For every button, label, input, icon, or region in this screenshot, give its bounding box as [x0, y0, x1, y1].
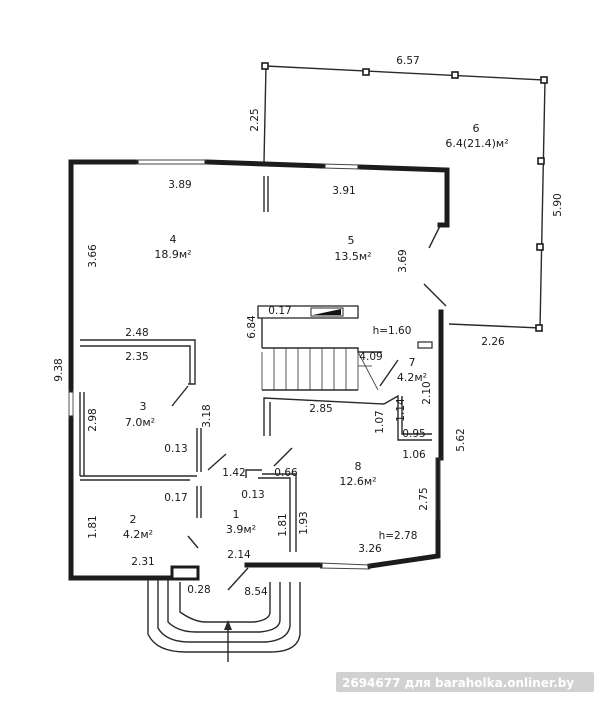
dim-room3-top-a: 2.48	[125, 327, 148, 339]
room-7-area: 4.2м²	[397, 371, 427, 384]
dim-porch-0-28: 0.28	[187, 584, 210, 596]
dim-hall-0-66: 0.66	[274, 467, 298, 479]
dim-room8-bottom: 3.26	[358, 543, 382, 555]
room-8-number: 8	[355, 460, 362, 473]
dim-room1-right: 1.81	[277, 513, 289, 536]
dim-stair-run: 4.09	[359, 351, 382, 363]
dim-room8-height: h=2.78	[379, 530, 418, 542]
exterior-walls	[68, 159, 450, 581]
dim-room7-left-b: 1.14	[395, 398, 407, 422]
room-1-number: 1	[233, 508, 240, 521]
dim-terrace-bottom: 2.26	[481, 336, 505, 348]
dim-room1-width: 1.93	[298, 511, 310, 534]
dim-hall-1-42: 1.42	[222, 467, 245, 479]
room-7-number: 7	[409, 356, 416, 369]
room-3-number: 3	[140, 400, 147, 413]
dim-room4-left: 3.66	[87, 244, 99, 268]
watermark-text: 2694677 для baraholka.onliner.by	[342, 676, 574, 690]
dim-porch-8-54: 8.54	[244, 586, 268, 598]
dim-room8-right: 2.75	[418, 487, 430, 510]
watermark: 2694677 для baraholka.onliner.by	[336, 672, 594, 692]
dim-room7-right: 2.10	[421, 381, 433, 404]
porch	[147, 580, 301, 662]
room-5-area: 13.5м²	[334, 250, 371, 263]
terrace-outline	[261, 62, 548, 332]
dim-room4-top: 3.89	[168, 179, 191, 191]
dim-right-wall: 5.62	[455, 428, 467, 451]
dim-room2-bottom: 2.31	[131, 556, 154, 568]
room-8-area: 12.6м²	[339, 475, 376, 488]
dim-stair-top: 0.17	[268, 305, 291, 317]
dim-room8-top-right: 1.06	[402, 449, 426, 461]
room-2-area: 4.2м²	[123, 528, 153, 541]
dim-terrace-top: 6.57	[396, 55, 419, 67]
dim-overall-left: 9.38	[53, 358, 65, 381]
room-6-area: 6.4(21.4)м²	[445, 137, 508, 150]
room-2-number: 2	[130, 513, 137, 526]
room-4-area: 18.9м²	[154, 248, 191, 261]
dim-hall-under-stair: 2.85	[309, 403, 332, 415]
dim-room5-top: 3.91	[332, 185, 355, 197]
dim-room5-right: 3.69	[397, 249, 409, 272]
stair	[257, 305, 382, 391]
dim-stair-side: 6.84	[246, 315, 258, 339]
dim-terrace-left: 2.25	[249, 108, 261, 131]
dim-room3-right: 3.18	[201, 404, 213, 427]
dim-room3-left: 2.98	[87, 408, 99, 431]
dim-stair-height: h=1.60	[373, 325, 412, 337]
dim-room2-0-17: 0.17	[164, 492, 187, 504]
room-5-number: 5	[348, 234, 355, 247]
room-1-area: 3.9м²	[226, 523, 256, 536]
room-4-number: 4	[170, 233, 177, 246]
dim-terrace-right: 5.90	[552, 193, 564, 216]
room-3-area: 7.0м²	[125, 416, 155, 429]
dim-room2-left: 1.81	[87, 515, 99, 538]
dim-room7-left-a: 1.07	[374, 410, 386, 433]
interior-walls	[79, 176, 433, 591]
dim-room1-bottom: 2.14	[227, 549, 251, 561]
room-6-number: 6	[473, 122, 480, 135]
dim-room3-0-13: 0.13	[164, 443, 187, 455]
dim-hall-0-13b: 0.13	[241, 489, 264, 501]
dim-room7-bottom: 0.95	[402, 428, 425, 440]
dim-room3-top-b: 2.35	[125, 351, 148, 363]
